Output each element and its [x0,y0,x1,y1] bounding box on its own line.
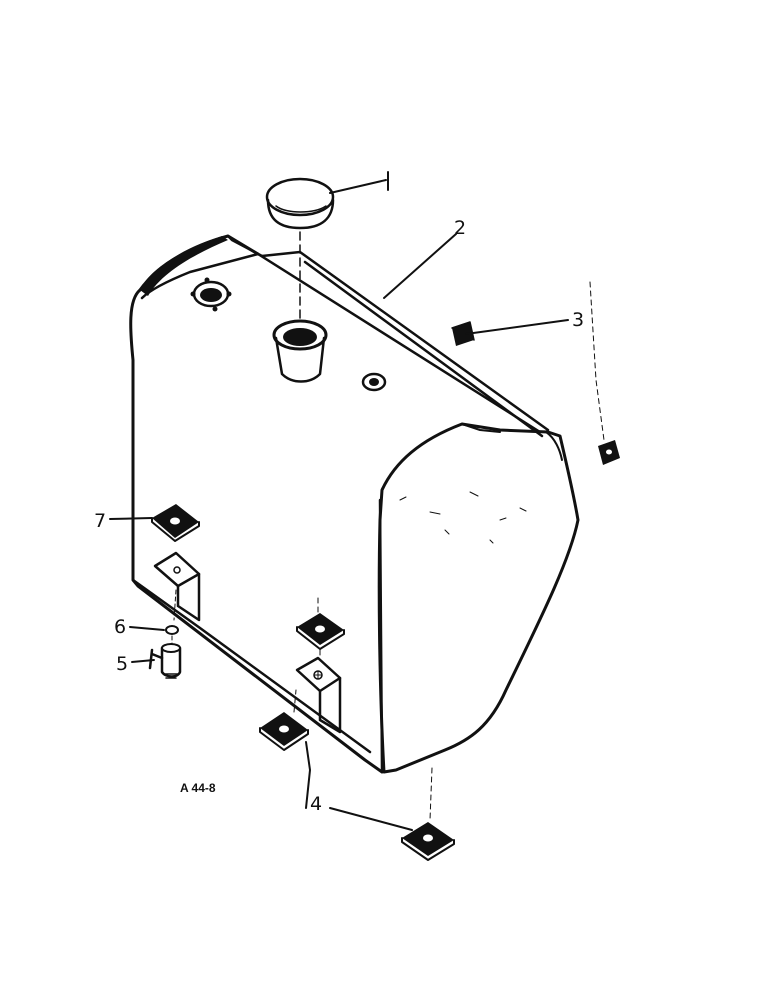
bracket-left [153,551,201,622]
callout-4: 4 [310,793,322,815]
callout-numbers: 1 2 3 4 5 6 7 [94,217,584,815]
callout-7: 7 [94,510,106,532]
fuel-tank [129,234,580,774]
pad-centerline-bottom [429,767,433,821]
pad-3-lower [598,440,620,465]
drain-centerline [171,589,177,645]
leader-lines [109,171,569,831]
filler-neck [272,319,328,383]
pad-3-centerline [589,281,605,441]
pad-centerline-upper [317,597,321,661]
pad-bottom [401,822,455,861]
leader-1 [329,171,389,194]
callout-2: 2 [454,217,466,239]
leader-7 [109,517,153,520]
pad-upper-right [296,613,345,650]
pad-lower-left [259,712,309,751]
figure-code: A 44-8 [180,781,216,795]
callout-5: 5 [116,653,128,675]
callout-6: 6 [114,616,126,638]
leader-4a [305,741,311,809]
bracket-right [295,656,342,734]
leader-5 [131,659,155,663]
callout-3: 3 [572,309,584,331]
pad-7 [151,504,200,542]
leader-2 [383,233,457,299]
plug-boss [361,372,387,392]
leader-4b [329,807,413,831]
leader-6 [129,626,165,631]
drain-cock-5 [148,643,182,679]
leader-3 [465,319,569,335]
pad-centerline-lower [293,689,297,713]
filler-cap [265,177,335,230]
washer-6 [165,625,179,635]
sender-unit-opening [190,277,232,312]
